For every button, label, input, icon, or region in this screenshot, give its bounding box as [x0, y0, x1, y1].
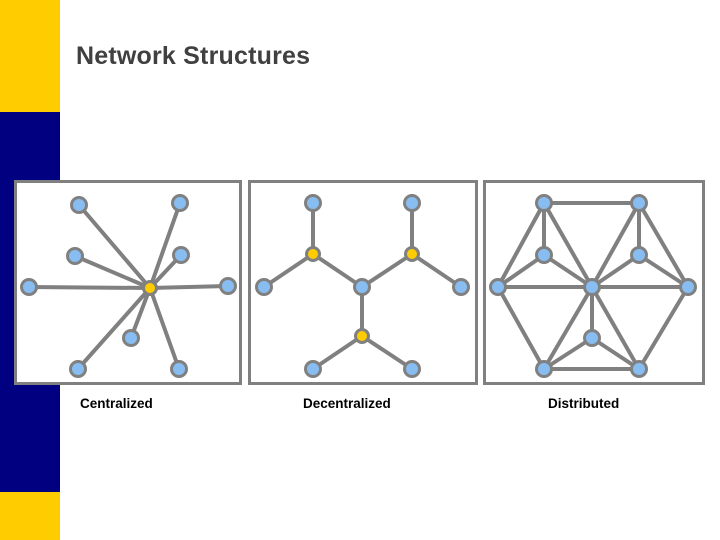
network-node-leaf	[489, 278, 507, 296]
network-graph-decentralized	[255, 194, 470, 378]
network-edge	[76, 286, 152, 371]
network-node-leaf	[172, 246, 190, 264]
network-node-leaf	[535, 246, 553, 264]
network-node-leaf	[403, 194, 421, 212]
network-edge	[148, 286, 181, 371]
network-node-leaf	[353, 278, 371, 296]
network-edge	[542, 336, 594, 371]
network-edge	[360, 252, 414, 289]
network-node-leaf	[255, 278, 273, 296]
caption-centralized: Centralized	[80, 396, 153, 411]
network-edge	[637, 285, 690, 371]
network-edge	[360, 334, 414, 371]
network-node-hub	[354, 328, 370, 344]
network-node-leaf	[583, 329, 601, 347]
network-node-leaf	[630, 194, 648, 212]
caption-distributed: Distributed	[548, 396, 620, 411]
network-graph-distributed	[489, 194, 697, 378]
network-edge	[262, 252, 315, 289]
network-node-leaf	[630, 360, 648, 378]
sidebar-band-yellow-bottom	[0, 492, 60, 540]
sidebar-band-yellow-top	[0, 0, 60, 112]
network-edge	[311, 252, 364, 289]
network-edge	[542, 201, 594, 289]
network-edge	[590, 201, 641, 289]
diagram-panel-decentralized	[248, 180, 478, 385]
network-edge	[496, 253, 546, 289]
network-node-leaf	[122, 329, 140, 347]
network-node-hub	[142, 280, 158, 296]
network-edge	[77, 203, 152, 290]
network-edge	[496, 201, 546, 289]
network-node-leaf	[171, 194, 189, 212]
network-node-leaf	[69, 360, 87, 378]
network-node-leaf	[304, 194, 322, 212]
network-node-leaf	[403, 360, 421, 378]
network-node-hub	[404, 246, 420, 262]
network-node-leaf	[20, 278, 38, 296]
network-edge	[542, 285, 594, 371]
page-title: Network Structures	[76, 42, 311, 70]
diagram-panel-centralized	[14, 180, 242, 385]
network-edge	[637, 201, 690, 289]
network-node-leaf	[583, 278, 601, 296]
network-node-leaf	[452, 278, 470, 296]
network-node-leaf	[535, 360, 553, 378]
network-node-hub	[305, 246, 321, 262]
network-node-leaf	[630, 246, 648, 264]
network-edge	[590, 285, 641, 371]
network-edge	[496, 285, 546, 371]
network-edge	[73, 254, 152, 290]
caption-decentralized: Decentralized	[303, 396, 391, 411]
network-node-leaf	[535, 194, 553, 212]
network-edge	[148, 284, 230, 290]
network-node-leaf	[66, 247, 84, 265]
network-edge	[410, 252, 463, 289]
network-node-leaf	[679, 278, 697, 296]
network-edge	[590, 336, 641, 371]
network-node-leaf	[304, 360, 322, 378]
diagram-panel-distributed	[483, 180, 705, 385]
network-node-leaf	[219, 277, 237, 295]
network-node-leaf	[70, 196, 88, 214]
network-edge	[311, 334, 364, 371]
network-node-leaf	[170, 360, 188, 378]
network-edge	[637, 253, 690, 289]
network-edge	[148, 201, 182, 290]
network-edge	[542, 253, 594, 289]
network-graph-centralized	[20, 194, 237, 378]
network-edge	[590, 253, 641, 289]
network-edge	[27, 285, 152, 290]
